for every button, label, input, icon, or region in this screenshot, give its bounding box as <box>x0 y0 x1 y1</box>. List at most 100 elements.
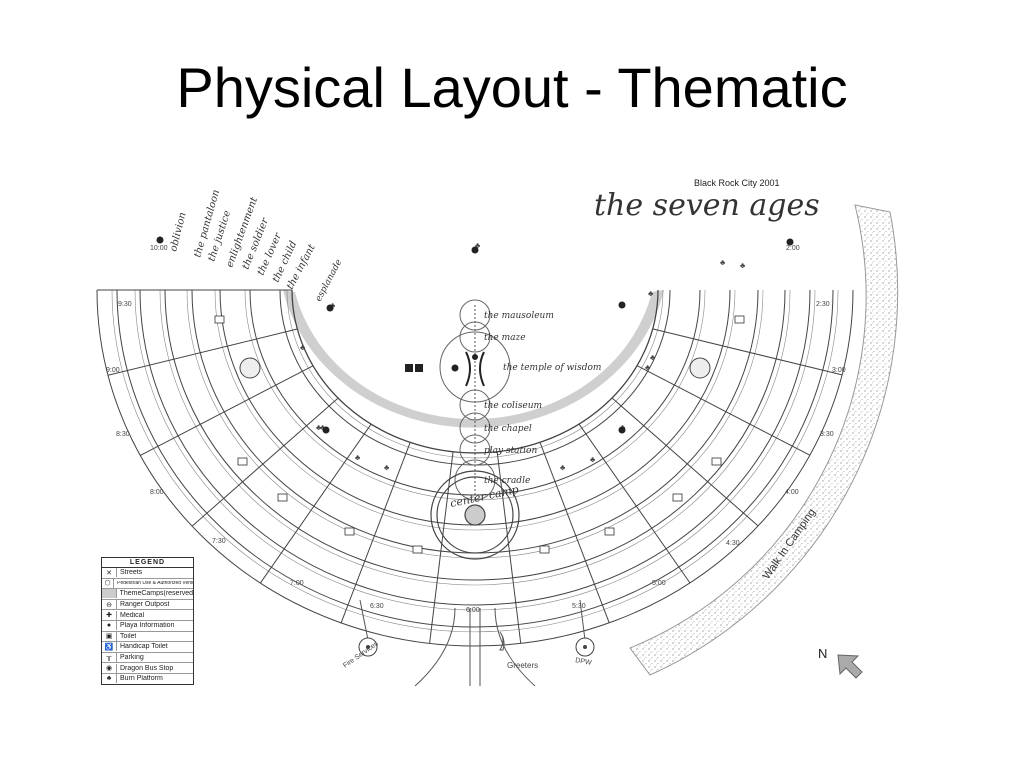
time-label: 5:30 <box>572 603 586 610</box>
street-ring-edge <box>159 289 791 586</box>
burn-platform-icon: ♣ <box>648 289 654 298</box>
bus-stop-icon <box>618 426 626 434</box>
legend-item-parking: ╥ Parking <box>102 653 193 664</box>
handicap-icon: ♿ <box>102 642 117 652</box>
legend-label: Dragon Bus Stop <box>120 664 174 672</box>
legend-item-handicap: ♿ Handicap Toilet <box>102 642 193 653</box>
slide-title: Physical Layout - Thematic <box>176 56 848 119</box>
ranger-outpost-icon <box>689 357 711 379</box>
time-label: 2:00 <box>786 245 800 252</box>
burn-platform-icon: ♣ <box>740 261 746 270</box>
toilet-icon <box>412 545 423 554</box>
theme-label: the seven ages <box>594 188 820 223</box>
burn-platform-icon: ♣ <box>355 453 361 462</box>
time-label: 10:00 <box>150 245 168 252</box>
radial-street <box>140 365 314 456</box>
legend-item-streets: ✕ Streets <box>102 568 193 579</box>
legend-label: Playa Information <box>120 622 175 630</box>
street-ring <box>291 289 659 454</box>
radial-street <box>496 451 522 644</box>
fire-services-station: Fire Services <box>342 637 380 670</box>
greeters-label: Greeters <box>507 661 538 670</box>
street-name-label: oblivion <box>168 211 188 253</box>
radial-street <box>539 442 610 623</box>
radial-street <box>340 442 411 624</box>
axis-label: play station <box>484 446 537 456</box>
legend-item-burn: ♣ Burn Platform <box>102 674 193 684</box>
burn-platform-icon: ♣ <box>590 455 596 464</box>
axis-label: the chapel <box>484 424 532 434</box>
burn-platform-icon: ♣ <box>720 258 726 267</box>
handicap-toilet-icon <box>415 364 423 372</box>
toilet-icon <box>344 527 355 536</box>
bus-icon: ◉ <box>102 663 117 673</box>
north-label: N <box>818 646 827 661</box>
axis-label: the maze <box>484 333 526 343</box>
city-year-label: Black Rock City 2001 <box>694 178 780 188</box>
time-label: 3:00 <box>832 367 846 374</box>
bus-stop-icon <box>326 304 334 312</box>
time-label: 9:00 <box>106 367 120 374</box>
legend-label: Toilet <box>120 632 137 640</box>
greeters-icon <box>499 631 505 651</box>
legend-label: Ranger Outpost <box>120 601 170 609</box>
axis-label: the mausoleum <box>484 311 554 321</box>
street-ring-edge <box>134 289 816 611</box>
entry-roads <box>359 599 586 687</box>
street-ring <box>96 289 854 647</box>
time-label: 6:00 <box>466 607 480 614</box>
radial-streets <box>97 289 843 644</box>
street-ring <box>116 289 834 628</box>
time-label: 8:00 <box>150 489 164 496</box>
legend-item-info: ● Playa Information <box>102 621 193 632</box>
temple-icon <box>465 351 485 387</box>
time-label: 8:30 <box>116 431 130 438</box>
medical-icon: ✚ <box>102 610 117 620</box>
esplanade-label: esplanade <box>314 258 345 303</box>
burn-platform-icon: ♣ <box>330 301 336 310</box>
center-camp <box>430 470 520 560</box>
walk-in-camping-area <box>629 204 899 676</box>
themecamp-icon <box>102 589 117 599</box>
legend-label: Pedestrian Use & Authorized Vehicles Onl… <box>117 580 193 586</box>
toilet-icon <box>711 457 722 466</box>
legend-label: Streets <box>120 569 143 577</box>
axis-label: the coliseum <box>484 401 542 411</box>
toilet-icon <box>214 315 225 324</box>
map-icons: ♣♣♣♣♣♣♣♣♣♣♣♣♣♣♣ <box>156 236 794 554</box>
legend-item-themecamps: ThemeCamps(reserved) <box>102 589 193 600</box>
time-label: 2:30 <box>816 301 830 308</box>
toilet-icon <box>539 545 550 554</box>
street-ring-edge <box>214 289 736 531</box>
time-label: 3:30 <box>820 431 834 438</box>
radial-street <box>191 397 339 527</box>
bus-stop-icon <box>322 426 330 434</box>
burn-icon: ♣ <box>102 674 117 684</box>
time-label: 5:00 <box>652 580 666 587</box>
handicap-toilet-icon <box>405 364 413 372</box>
bus-stop-icon <box>451 364 459 372</box>
radial-street <box>107 328 298 376</box>
time-label: 4:30 <box>726 540 740 547</box>
legend-item-pedestrian: ⬡ Pedestrian Use & Authorized Vehicles O… <box>102 578 193 590</box>
bus-stop-icon <box>471 246 479 254</box>
time-label: 7:00 <box>290 580 304 587</box>
legend-label: Burn Platform <box>120 675 163 683</box>
axis-circles <box>439 299 511 501</box>
time-labels: 10:009:309:008:308:007:307:006:306:005:3… <box>106 245 846 614</box>
legend-label: Medical <box>120 611 145 619</box>
streets-icon: ✕ <box>102 568 117 578</box>
burn-platform-icon: ♣ <box>384 463 390 472</box>
time-label: 4:00 <box>785 489 799 496</box>
street-ring <box>139 289 811 606</box>
bus-stop-icon <box>786 238 794 246</box>
legend-item-bus: ◉ Dragon Bus Stop <box>102 663 193 674</box>
legend-label: ThemeCamps(reserved) <box>119 590 193 598</box>
legend-item-medical: ✚ Medical <box>102 610 193 621</box>
time-label: 9:30 <box>118 301 132 308</box>
bus-stop-icon <box>618 301 626 309</box>
legend-item-ranger: ⊖ Ranger Outpost <box>102 600 193 611</box>
legend-item-toilet: ▣ Toilet <box>102 631 193 643</box>
